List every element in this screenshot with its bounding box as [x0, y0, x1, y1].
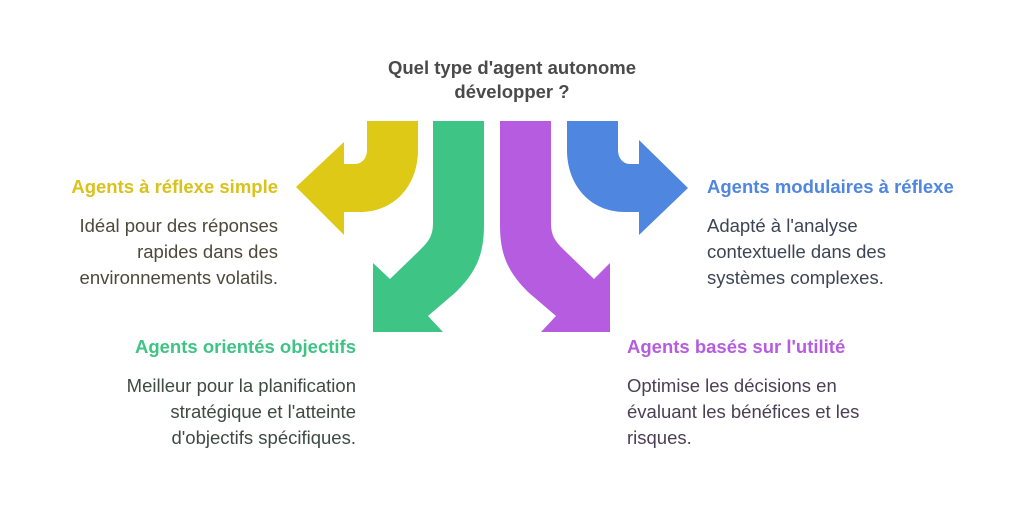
option-simple-reflex-agents: Agents à réflexe simple Idéal pour des r…: [20, 175, 278, 291]
option-description: Optimise les décisions en évaluant les b…: [627, 373, 927, 451]
description-line: risques.: [627, 427, 692, 448]
option-description: Meilleur pour la planification stratégiq…: [40, 373, 356, 451]
description-line: évaluant les bénéfices et les: [627, 401, 860, 422]
option-goal-based-agents: Agents orientés objectifs Meilleur pour …: [40, 335, 356, 451]
arrow-down-right-icon: [500, 121, 610, 332]
description-line: systèmes complexes.: [707, 267, 884, 288]
description-line: stratégique et l'atteinte: [170, 401, 356, 422]
description-line: contextuelle dans des: [707, 241, 886, 262]
question-line-1: Quel type d'agent autonome: [387, 57, 636, 78]
description-line: Idéal pour des réponses: [79, 215, 279, 236]
question-line-2: développer ?: [454, 81, 570, 102]
diagram-question: Quel type d'agent autonome développer ?: [312, 56, 712, 104]
arrow-right-icon: [567, 121, 688, 235]
option-description: Adapté à l'analyse contextuelle dans des…: [707, 213, 1007, 291]
arrow-down-left-icon: [373, 121, 484, 332]
option-title: Agents basés sur l'utilité: [627, 336, 846, 357]
option-utility-based-agents: Agents basés sur l'utilité Optimise les …: [627, 335, 927, 451]
option-title: Agents orientés objectifs: [134, 336, 356, 357]
description-line: environnements volatils.: [79, 267, 278, 288]
option-title: Agents modulaires à réflexe: [707, 176, 954, 197]
option-title: Agents à réflexe simple: [71, 176, 278, 197]
description-line: rapides dans des: [137, 241, 278, 262]
description-line: d'objectifs spécifiques.: [171, 427, 356, 448]
description-line: Meilleur pour la planification: [126, 375, 356, 396]
option-modular-reflex-agents: Agents modulaires à réflexe Adapté à l'a…: [707, 175, 1007, 291]
description-line: Optimise les décisions en: [627, 375, 837, 396]
description-line: Adapté à l'analyse: [707, 215, 858, 236]
arrow-left-icon: [296, 121, 418, 235]
option-description: Idéal pour des réponses rapides dans des…: [20, 213, 279, 291]
